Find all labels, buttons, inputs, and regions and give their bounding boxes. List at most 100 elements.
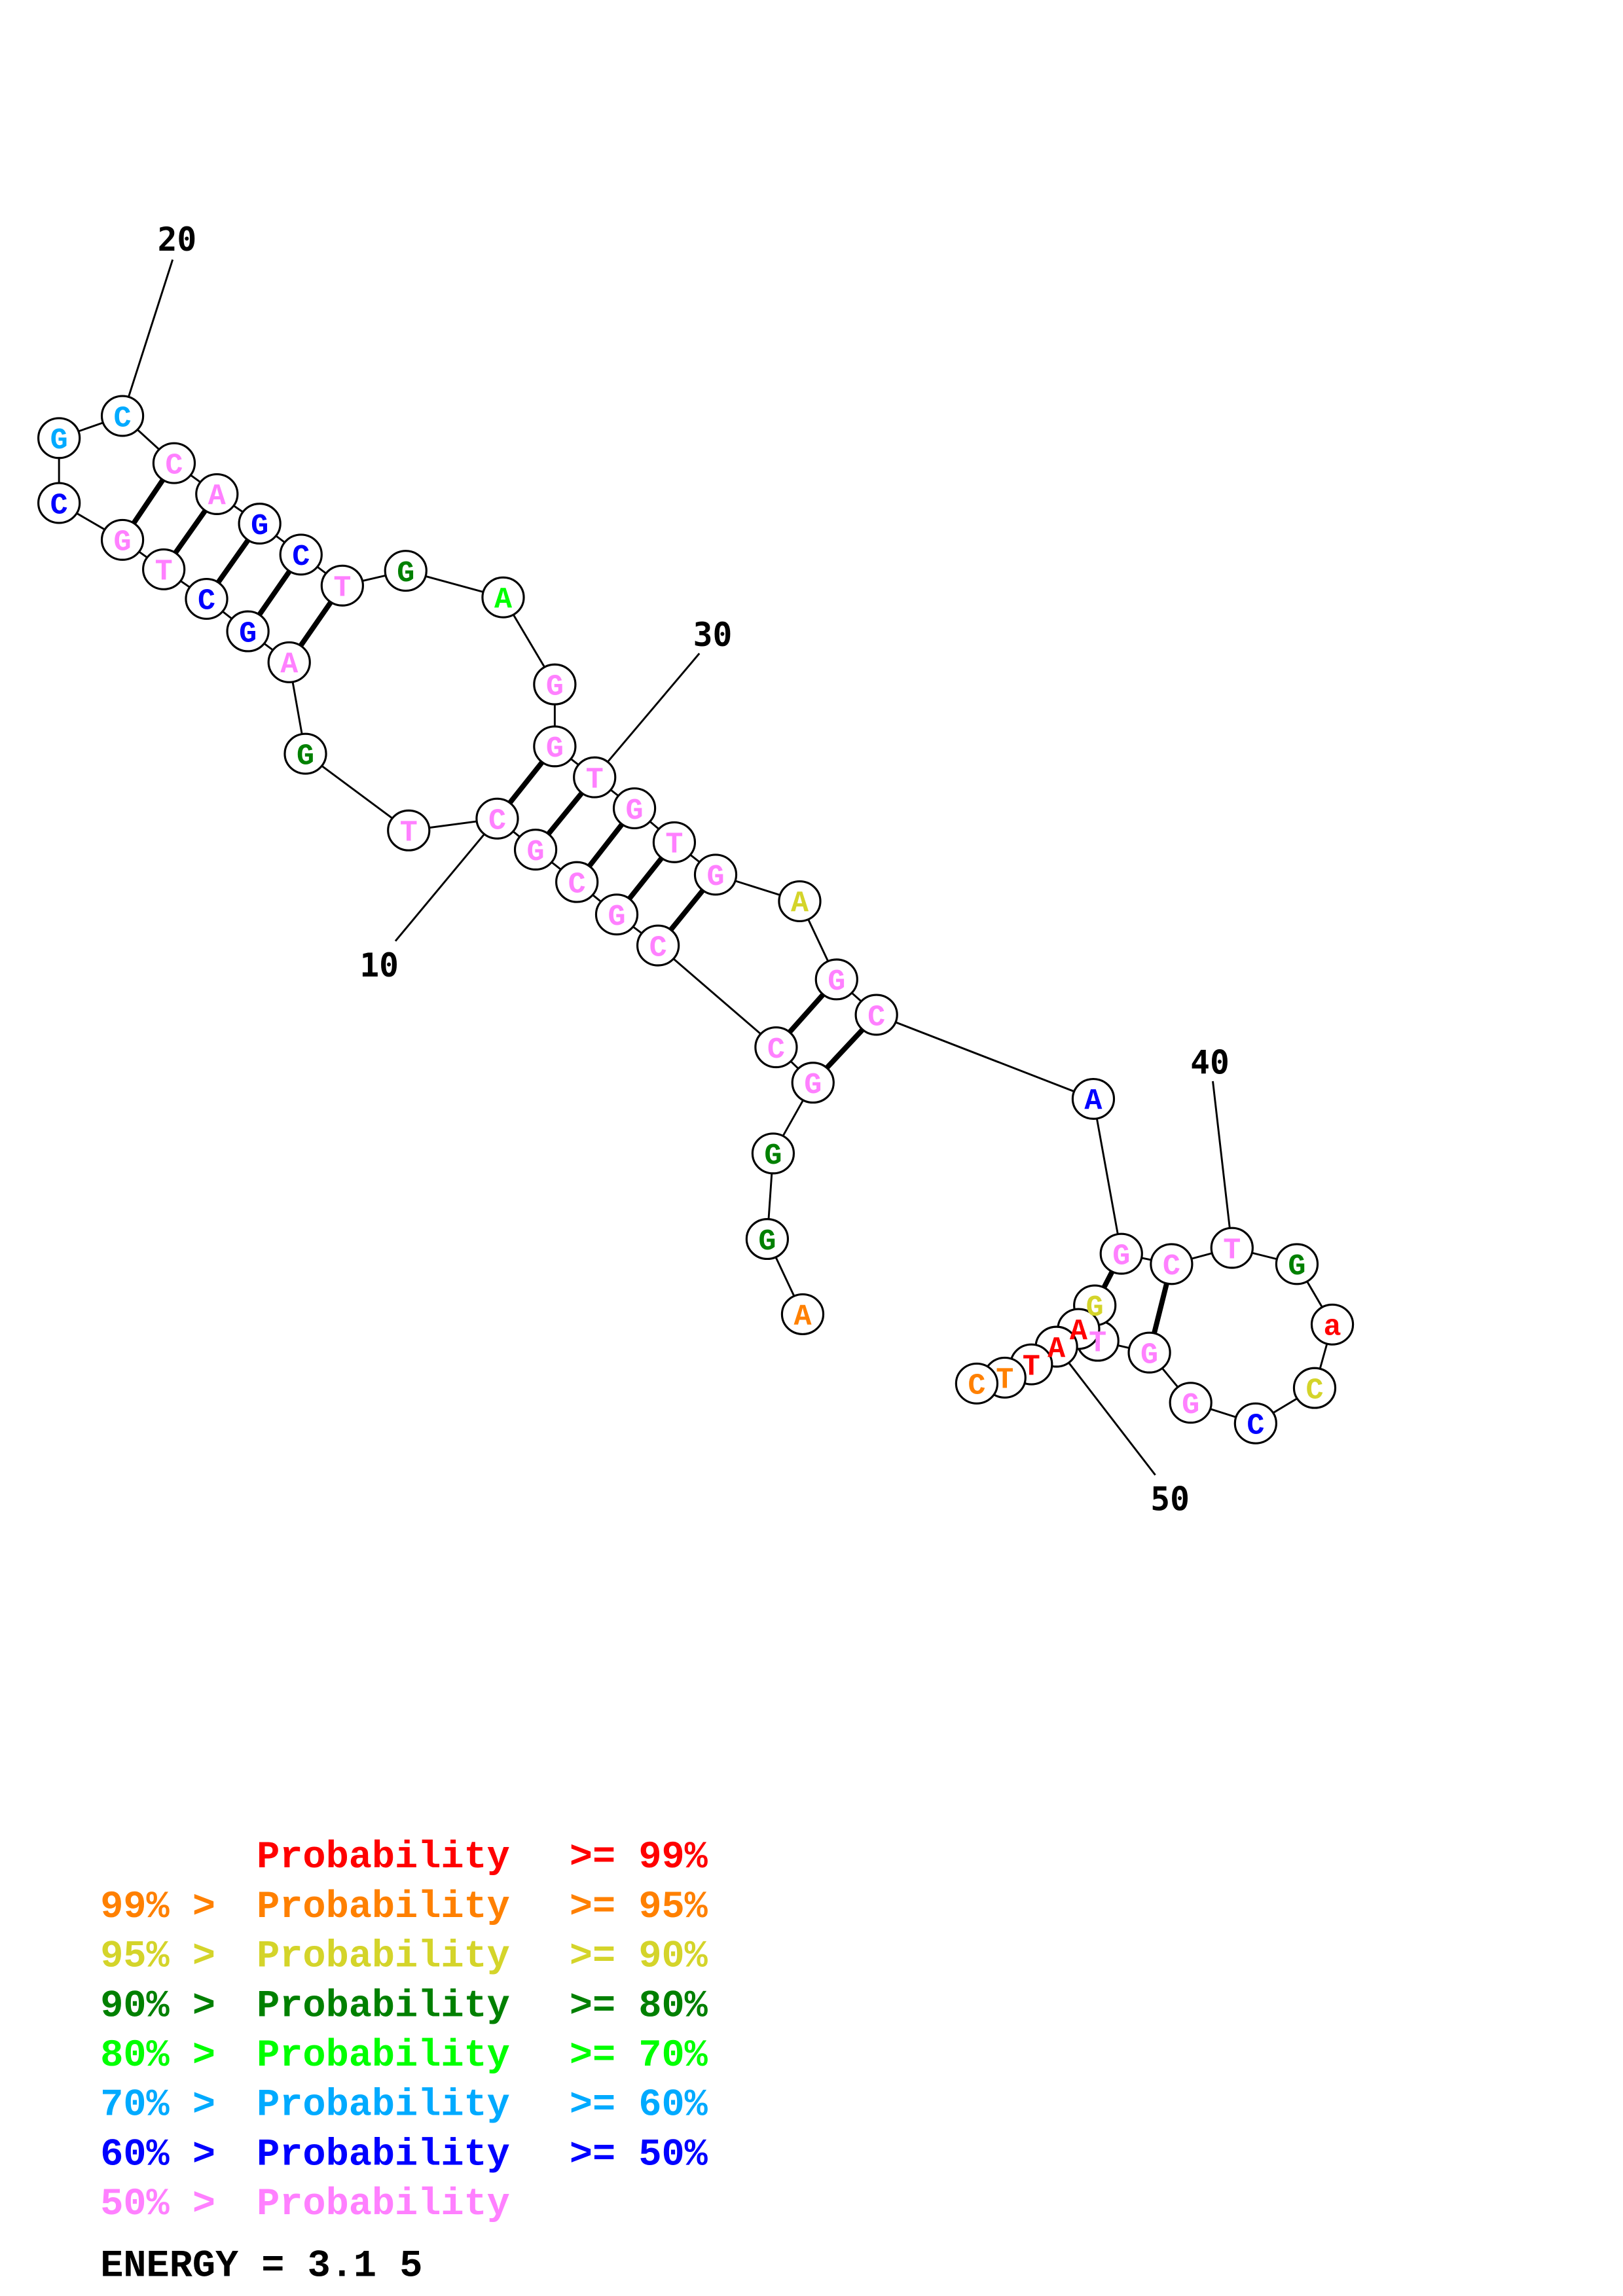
nucleotide-circle xyxy=(751,1132,795,1175)
nucleotide-circle xyxy=(1310,1303,1355,1346)
nucleotide-circle xyxy=(238,503,282,545)
nucleotide-circle xyxy=(955,1362,999,1405)
position-label: 10 xyxy=(359,946,399,984)
nucleotide-circle xyxy=(226,610,270,653)
legend-label: Probability xyxy=(257,1935,510,1979)
legend-prefix: 95% > xyxy=(100,1935,215,1979)
nucleotide-circle xyxy=(384,550,428,592)
position-label-line xyxy=(394,817,498,942)
energy-label: ENERGY = 3.1 5 xyxy=(100,2244,422,2287)
legend-prefix: 50% > xyxy=(100,2182,215,2226)
nucleotide-circle xyxy=(693,853,738,896)
legend-row: 50% > Probability xyxy=(100,2182,510,2226)
nucleotide-circle xyxy=(279,533,323,576)
legend-label: Probability xyxy=(257,2083,510,2127)
legend-suffix: >= 60% xyxy=(570,2083,708,2127)
nucleotide-letter: A xyxy=(793,1300,812,1334)
nucleotide-letter: T xyxy=(665,828,683,862)
legend-suffix: >= 70% xyxy=(570,2034,708,2077)
nucleotide-letter: T xyxy=(333,571,351,605)
nucleotide-circle xyxy=(652,821,697,863)
nucleotide-circle xyxy=(142,548,186,590)
nucleotide-circle xyxy=(475,797,519,840)
legend-row: 95% >Probability>= 90% xyxy=(100,1935,708,1979)
nucleotide-letter: G xyxy=(297,739,314,773)
nucleotide-circle xyxy=(387,809,431,852)
nucleotide-circle xyxy=(555,861,599,903)
nucleotide-circle xyxy=(513,829,558,871)
backbone-link xyxy=(657,944,777,1049)
nucleotide-circle xyxy=(267,641,311,683)
nucleotide-letter: G xyxy=(527,835,545,869)
probability-legend: Probability>= 99%99% >Probability>= 95%9… xyxy=(100,1835,708,2226)
nucleotide-circle xyxy=(533,663,577,706)
nucleotide-letter: G xyxy=(251,509,268,543)
nucleotide-letter: G xyxy=(626,794,644,828)
nucleotide-letter: C xyxy=(292,540,310,574)
nucleotide-circle xyxy=(854,994,898,1036)
nucleotide-circle xyxy=(100,395,145,437)
position-label-line xyxy=(594,653,701,778)
nucleotide-circle xyxy=(100,518,145,561)
nucleotide-letter: G xyxy=(546,670,564,704)
nucleotide-circle xyxy=(320,564,364,607)
nucleotide-letter: G xyxy=(1182,1388,1199,1422)
legend-suffix: >= 95% xyxy=(570,1885,708,1929)
nucleotide-circle xyxy=(1071,1077,1116,1120)
nucleotide-letter: G xyxy=(764,1139,782,1173)
nucleotide-circle xyxy=(37,417,81,459)
nucleotide-letter: T xyxy=(996,1363,1013,1397)
nucleotide-circle xyxy=(1127,1331,1171,1374)
nucleotide-circle xyxy=(185,577,228,620)
nucleotide-letter: A xyxy=(280,648,299,682)
legend-label: Probability xyxy=(257,1984,510,2028)
nucleotide-circle xyxy=(636,924,680,967)
nucleotide-circle xyxy=(814,958,858,1001)
nucleotide-letter: G xyxy=(608,900,625,934)
legend-label: Probability xyxy=(257,2182,510,2226)
nucleotide-letter: G xyxy=(706,860,724,894)
nucleotide-letter: T xyxy=(586,762,604,797)
legend-row: 60% >Probability>= 50% xyxy=(100,2132,708,2176)
legend-label: Probability xyxy=(257,1885,510,1929)
nucleotide-letter: G xyxy=(114,526,132,560)
nucleotide-circle xyxy=(1150,1243,1194,1285)
nucleotide-circle xyxy=(778,880,822,922)
legend-row: 99% >Probability>= 95% xyxy=(100,1885,708,1929)
backbone xyxy=(58,415,1334,1425)
nucleotide-letter: a xyxy=(1324,1310,1341,1344)
nucleotide-letter: C xyxy=(767,1033,785,1067)
nucleotide-circle xyxy=(791,1062,835,1104)
nucleotide-circle xyxy=(594,893,639,936)
nucleotide-circle xyxy=(152,442,196,484)
nucleotide-letter: T xyxy=(1223,1233,1241,1267)
nucleotide-letter: A xyxy=(208,480,227,514)
nucleotide-letter: G xyxy=(546,732,564,766)
nucleotide-letter: G xyxy=(804,1068,822,1102)
nucleotide-letter: G xyxy=(397,556,414,590)
legend-row: Probability>= 99% xyxy=(257,1835,708,1879)
nucleotide-circle xyxy=(612,787,657,829)
nucleotide-letter: G xyxy=(1288,1249,1305,1283)
nucleotide-letter: A xyxy=(494,583,513,617)
nucleotide-circle xyxy=(283,732,327,775)
legend-row: 80% >Probability>= 70% xyxy=(100,2034,708,2077)
nucleotide-letter: A xyxy=(1048,1332,1066,1366)
nucleotide-circle xyxy=(1233,1402,1277,1444)
legend-row: 90% >Probability>= 80% xyxy=(100,1984,708,2028)
nucleotide-letter: C xyxy=(50,488,68,522)
legend-suffix: >= 99% xyxy=(570,1835,708,1879)
nucleotide-letter: G xyxy=(1086,1291,1104,1325)
backbone-link xyxy=(304,753,410,831)
position-label: 30 xyxy=(693,616,733,654)
position-label: 40 xyxy=(1190,1044,1230,1082)
nucleotide-letter: A xyxy=(791,887,809,921)
nucleotide-letter: G xyxy=(1112,1239,1130,1273)
nucleotide-circle xyxy=(1099,1232,1143,1275)
backbone-link xyxy=(1092,1098,1123,1254)
legend-label: Probability xyxy=(257,2132,510,2176)
nucleotide-circles xyxy=(37,395,1355,1444)
nucleotide-letter: G xyxy=(50,423,68,457)
